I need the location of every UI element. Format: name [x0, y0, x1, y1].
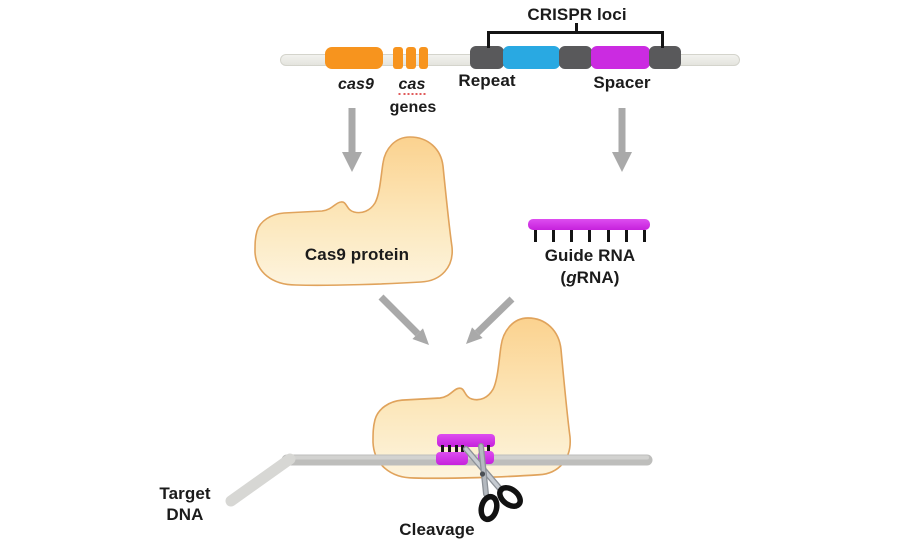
grna-tooth — [625, 230, 628, 242]
bracket-left-tick — [487, 31, 490, 48]
cas9-gene-segment — [325, 47, 383, 69]
grna-sublabel: (gRNA) — [560, 268, 619, 288]
grna-tooth — [588, 230, 591, 242]
grna-paren: ( — [560, 268, 567, 287]
basepair-tick — [455, 445, 458, 454]
arrow-down-spacer-icon — [612, 108, 632, 172]
cas-gene-segment — [406, 47, 416, 69]
grna-tooth — [607, 230, 610, 242]
crispr-loci-label: CRISPR loci — [527, 5, 627, 24]
spacer-segment-blue — [503, 46, 560, 69]
guide-rna-label: Guide RNA — [544, 246, 636, 265]
arrow-down-cas9-icon — [342, 108, 362, 172]
cas-gene-segment — [419, 47, 428, 69]
repeat-segment — [649, 46, 681, 69]
basepair-tick — [448, 445, 451, 454]
grna-tooth — [570, 230, 573, 242]
grna-tooth — [643, 230, 646, 242]
basepair-tick — [441, 445, 444, 454]
complex-target-site-left — [436, 452, 468, 465]
target-dna-label-line1: Target — [159, 484, 211, 503]
cas9-protein-label: Cas9 protein — [304, 245, 410, 264]
grna-g-italic: g — [566, 268, 577, 287]
bracket-right-tick — [661, 31, 664, 48]
repeat-segment — [559, 46, 592, 69]
repeat-segment — [470, 46, 504, 69]
spacer-segment-magenta — [591, 46, 650, 69]
grna-tooth — [534, 230, 537, 242]
bracket-center-tick — [575, 23, 578, 32]
basepair-tick — [461, 445, 464, 454]
cas-genes-label-line1: cas — [398, 76, 426, 95]
crispr-loci-bracket — [487, 31, 664, 34]
cleavage-label: Cleavage — [399, 520, 475, 539]
cas9-protein-complex-blob — [372, 317, 572, 480]
cas-gene-segment — [393, 47, 403, 69]
guide-rna-bar — [528, 219, 650, 230]
repeat-label: Repeat — [458, 71, 516, 90]
spacer-label: Spacer — [593, 73, 651, 92]
cas-word: cas — [398, 76, 426, 95]
grna-tooth — [552, 230, 555, 242]
complex-target-site-right — [478, 451, 494, 464]
target-dna-label-line2: DNA — [166, 505, 204, 524]
arrow-diagonal-right-icon — [466, 296, 515, 344]
cas-genes-label-line2: genes — [389, 99, 437, 116]
grna-rest: RNA) — [576, 268, 620, 287]
cas9-gene-label: cas9 — [338, 76, 374, 93]
arrow-diagonal-left-icon — [378, 294, 429, 345]
